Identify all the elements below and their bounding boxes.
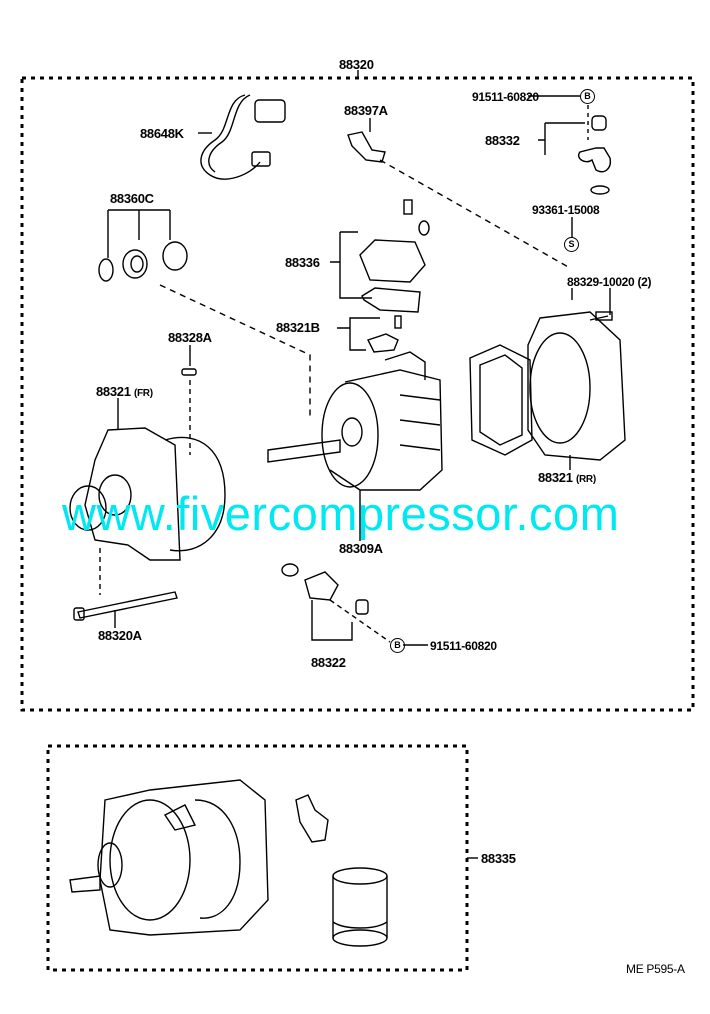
- part-label-bolt-top: 91511-60820: [472, 90, 539, 104]
- watermark: www.fivercompressor.com: [62, 487, 620, 540]
- kit-compressor-part: [69, 779, 269, 936]
- part-label-harness: 88648K: [140, 126, 184, 141]
- shaft-assembly-part: [267, 351, 443, 541]
- cover-part: [330, 199, 430, 313]
- footer-code: ME P595-A: [626, 962, 685, 976]
- kit-label: 88335: [481, 851, 516, 866]
- part-label-bolt-bottom: 91511-60820: [430, 639, 497, 653]
- part-label-plate: 88321B: [276, 320, 320, 335]
- part-label-pin: 88328A: [168, 330, 212, 345]
- housing-rr-number: 88321: [538, 470, 573, 485]
- through-bolt-part: [73, 591, 178, 628]
- valve-part: [538, 105, 612, 238]
- part-label-housing-fr: 88321 (FR): [96, 385, 153, 401]
- part-label-housing-rr: 88321 (RR): [538, 471, 596, 487]
- circle-b-bottom: B: [390, 638, 405, 653]
- housing-fr-tag: (FR): [133, 388, 153, 399]
- kit-frame: [46, 744, 469, 972]
- part-label-bracket: 88397A: [344, 103, 388, 118]
- part-label-valve: 88332: [485, 133, 520, 148]
- housing-rr-tag: (RR): [575, 474, 596, 485]
- seal-kit-part: [98, 209, 311, 420]
- switch-part: [281, 563, 428, 646]
- harness-part: [198, 94, 286, 180]
- kit-plate-part: [295, 794, 329, 843]
- part-label-switch: 88322: [311, 655, 346, 670]
- circle-b-top: B: [580, 89, 595, 104]
- part-label-bolts-rr: 88329-10020 (2): [567, 275, 652, 289]
- plate-part: [337, 315, 402, 353]
- part-label-seal-kit: 88360C: [110, 191, 154, 206]
- circle-s: S: [564, 237, 579, 252]
- pin-part: [181, 345, 197, 455]
- bracket-part: [347, 118, 571, 269]
- part-label-through-bolt: 88320A: [98, 628, 142, 643]
- housing-fr-number: 88321: [96, 384, 131, 399]
- front-housing-part: [69, 398, 226, 595]
- assembly-label: 88320: [339, 57, 374, 72]
- kit-filter-part: [332, 867, 388, 947]
- part-label-shaft-assembly: 88309A: [339, 541, 383, 556]
- part-label-cover: 88336: [285, 255, 320, 270]
- part-label-o-ring: 93361-15008: [532, 203, 600, 217]
- rear-housing-part: [469, 288, 626, 470]
